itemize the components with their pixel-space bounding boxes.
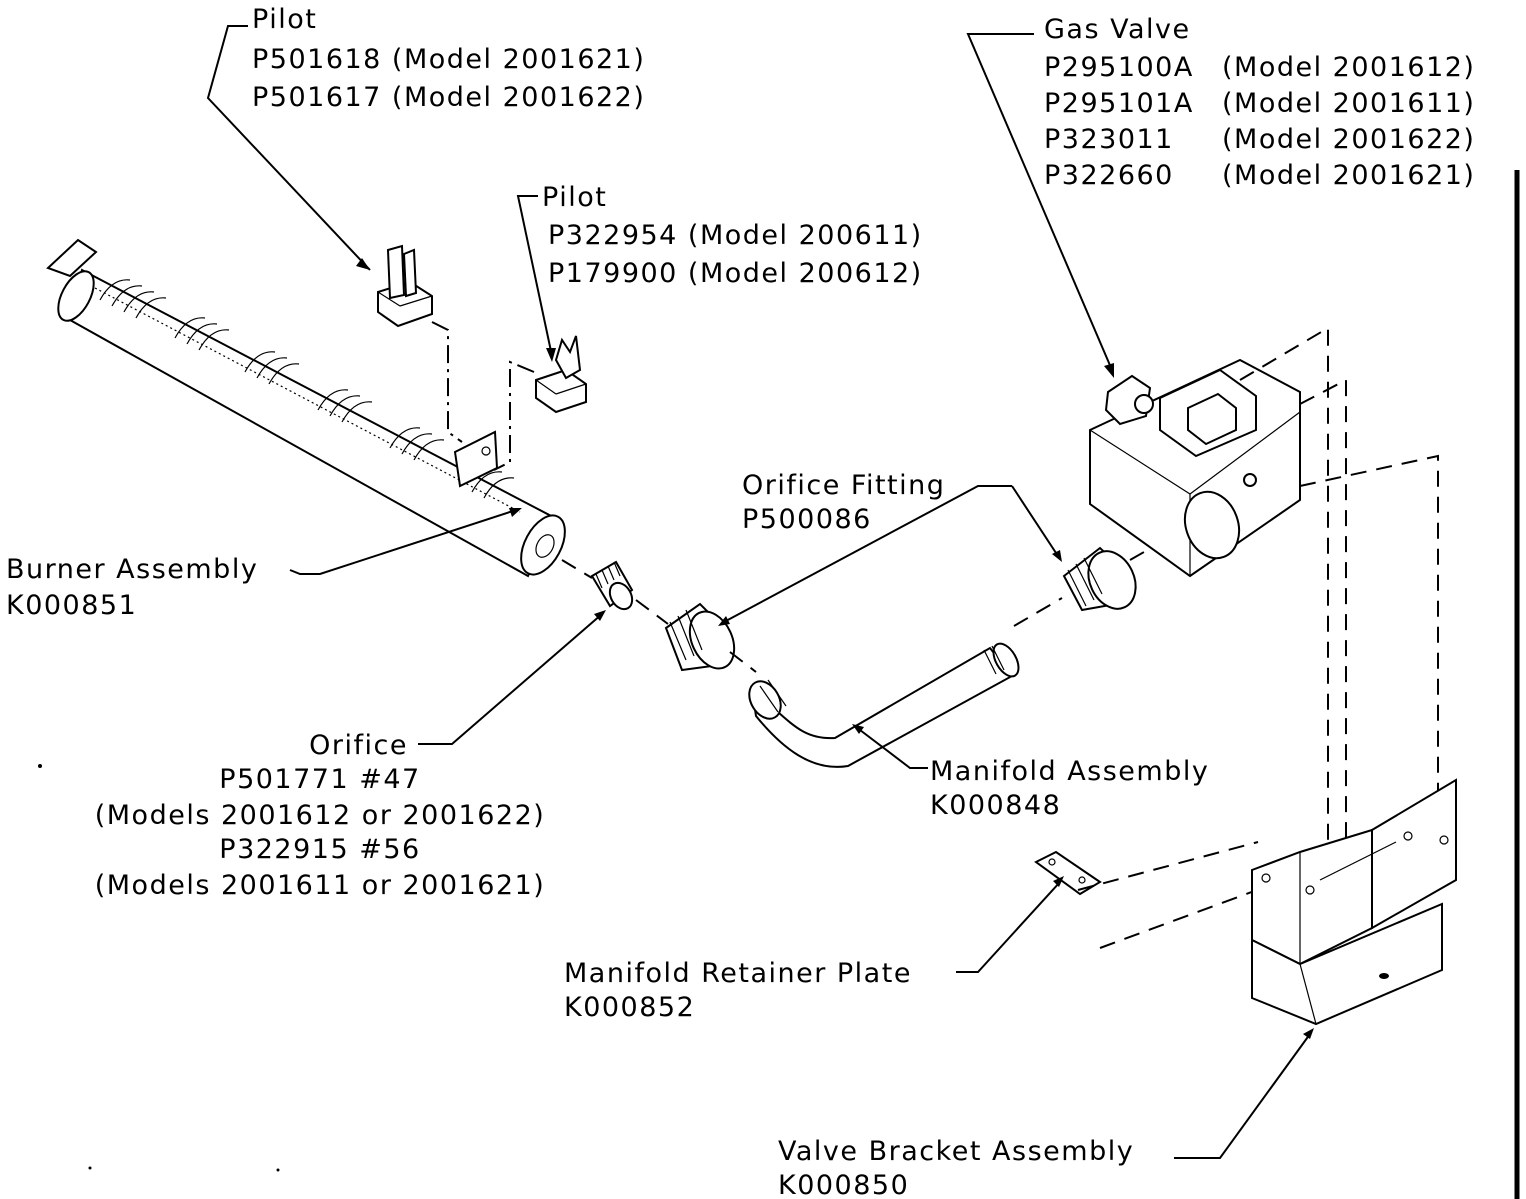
svg-text:(Models 2001611 or 2001621): (Models 2001611 or 2001621) bbox=[95, 870, 546, 901]
manifold-retainer-plate-part bbox=[1034, 850, 1102, 896]
valve-bracket-assembly-label: Valve Bracket Assembly K000850 bbox=[778, 1136, 1134, 1199]
leader-lines bbox=[206, 25, 1314, 1159]
svg-text:Manifold Assembly: Manifold Assembly bbox=[930, 756, 1209, 787]
burner-assembly-label: Burner Assembly K000851 bbox=[6, 554, 258, 621]
svg-text:P323011: P323011 bbox=[1044, 124, 1174, 155]
svg-text:Valve Bracket Assembly: Valve Bracket Assembly bbox=[778, 1136, 1134, 1167]
svg-text:P501618 (Model 2001621): P501618 (Model 2001621) bbox=[252, 44, 645, 75]
svg-text:P322954 (Model 200611): P322954 (Model 200611) bbox=[548, 220, 923, 251]
svg-text:(Models 2001612 or 2001622): (Models 2001612 or 2001622) bbox=[95, 800, 546, 831]
svg-text:Gas Valve: Gas Valve bbox=[1044, 14, 1191, 45]
orifice-fitting-part-left bbox=[664, 602, 736, 672]
pilot-a-part bbox=[377, 244, 433, 328]
svg-text:P322915 #56: P322915 #56 bbox=[219, 834, 420, 865]
svg-text:(Model 2001612): (Model 2001612) bbox=[1222, 52, 1475, 83]
svg-text:(Model 2001622): (Model 2001622) bbox=[1222, 124, 1475, 155]
pilot-a-label: Pilot P501618 (Model 2001621) P501617 (M… bbox=[252, 4, 645, 113]
manifold-retainer-plate-label: Manifold Retainer Plate K000852 bbox=[564, 958, 912, 1023]
svg-text:Orifice: Orifice bbox=[309, 730, 408, 761]
svg-text:P501771 #47: P501771 #47 bbox=[219, 764, 420, 795]
manifold-assembly-label: Manifold Assembly K000848 bbox=[930, 756, 1209, 821]
svg-text:P322660: P322660 bbox=[1044, 160, 1174, 191]
scan-speck bbox=[38, 764, 42, 768]
pilot-b-part bbox=[535, 335, 587, 414]
svg-text:Pilot: Pilot bbox=[542, 182, 607, 213]
valve-bracket-assembly-part bbox=[1251, 778, 1457, 1026]
svg-text:P295101A: P295101A bbox=[1044, 88, 1194, 119]
orifice-fitting-part-right bbox=[1062, 546, 1137, 612]
orifice-label: Orifice P501771 #47 (Models 2001612 or 2… bbox=[95, 730, 546, 901]
svg-text:P501617 (Model 2001622): P501617 (Model 2001622) bbox=[252, 82, 645, 113]
svg-text:Orifice Fitting: Orifice Fitting bbox=[742, 470, 945, 501]
svg-text:Manifold Retainer Plate: Manifold Retainer Plate bbox=[564, 958, 912, 989]
orifice-part bbox=[590, 560, 634, 611]
svg-text:K000851: K000851 bbox=[6, 590, 137, 621]
orifice-fitting-label: Orifice Fitting P500086 bbox=[742, 470, 945, 535]
svg-text:Pilot: Pilot bbox=[252, 4, 317, 35]
svg-text:(Model 2001611): (Model 2001611) bbox=[1222, 88, 1475, 119]
burner-assembly-part bbox=[46, 238, 566, 578]
svg-text:(Model 2001621): (Model 2001621) bbox=[1222, 160, 1475, 191]
manifold-assembly-part bbox=[748, 642, 1020, 768]
gas-valve-label: Gas Valve P295100A (Model 2001612) P2951… bbox=[1044, 14, 1475, 191]
pilot-b-label: Pilot P322954 (Model 200611) P179900 (Mo… bbox=[542, 182, 923, 289]
svg-text:K000850: K000850 bbox=[778, 1170, 909, 1199]
gas-valve-part bbox=[1089, 358, 1301, 578]
svg-text:P295100A: P295100A bbox=[1044, 52, 1194, 83]
scan-speck bbox=[88, 1166, 92, 1170]
svg-text:K000852: K000852 bbox=[564, 992, 695, 1023]
svg-text:P500086: P500086 bbox=[742, 504, 872, 535]
svg-text:Burner Assembly: Burner Assembly bbox=[6, 554, 258, 585]
svg-text:K000848: K000848 bbox=[930, 790, 1061, 821]
svg-text:P179900 (Model 200612): P179900 (Model 200612) bbox=[548, 258, 923, 289]
scan-speck bbox=[276, 1168, 280, 1172]
